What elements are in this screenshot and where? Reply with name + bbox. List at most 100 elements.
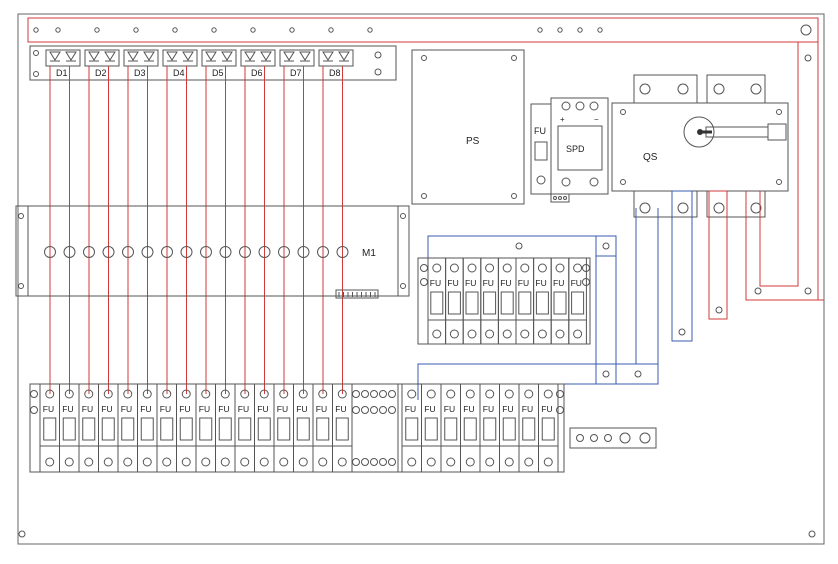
- middle-fuse-label: FU: [430, 278, 441, 288]
- middle-fuse-bottom-terminal: [520, 329, 530, 339]
- bottom-fuse-right-window: [424, 417, 438, 441]
- switch-hole: [620, 179, 626, 185]
- blue-wire-main: [417, 208, 637, 400]
- bottom-fuse-end: [556, 406, 564, 414]
- bottom-fuse-right-bottom-terminal: [485, 457, 495, 467]
- middle-fuse-window: [447, 291, 461, 315]
- diode-symbol: [338, 51, 350, 61]
- middle-fuse-window: [535, 291, 549, 315]
- center-block-terminal: [352, 406, 360, 414]
- diode-label-4: D4: [173, 68, 185, 78]
- spd-fuse-label: FU: [534, 126, 546, 136]
- top-busbar-hole: [94, 27, 100, 33]
- bottom-fuse-right-window: [405, 417, 419, 441]
- diode-symbol: [221, 51, 233, 61]
- center-block-terminal: [379, 458, 387, 466]
- bottom-fuse-bottom-terminal: [64, 457, 74, 467]
- diode-symbol: [49, 51, 61, 61]
- meter-sensor-hole: [239, 246, 251, 258]
- diode-symbol: [143, 51, 155, 61]
- bottom-fuse-bottom-terminal: [162, 457, 172, 467]
- middle-fuse-top-terminal: [555, 263, 565, 273]
- spd-fuse-clip-dot: [563, 196, 567, 200]
- bottom-fuse-window: [140, 417, 154, 441]
- switch-bolt: [677, 83, 689, 95]
- center-block-terminal: [361, 390, 369, 398]
- top-busbar-hole: [133, 27, 139, 33]
- spd-terminal: [589, 177, 599, 187]
- busbar-hole: [678, 328, 686, 336]
- bottom-fuse-bottom-terminal: [337, 457, 347, 467]
- middle-fuse-label: FU: [465, 278, 476, 288]
- meter-sensor-hole: [63, 246, 76, 258]
- blue-busbar-out: [671, 190, 693, 342]
- bottom-fuse-end: [556, 390, 564, 398]
- bottom-fuse-end: [30, 406, 38, 414]
- bottom-fuse-bottom-terminal: [318, 457, 328, 467]
- bottom-fuse-top-terminal: [181, 389, 191, 399]
- bottom-fuse-bottom-terminal: [279, 457, 289, 467]
- bottom-fuse-right-top-terminal: [446, 389, 456, 399]
- terminal-strip-hole: [576, 434, 584, 442]
- bottom-fuse-window: [82, 417, 96, 441]
- blue-terminal-hole: [602, 242, 610, 250]
- bottom-fuse-bottom-terminal: [298, 457, 308, 467]
- center-block-terminal: [379, 390, 387, 398]
- meter-sensor-hole: [317, 246, 329, 258]
- middle-fuse-window: [483, 291, 497, 315]
- top-busbar-hole: [33, 27, 39, 33]
- meter-sensor-hole: [180, 246, 193, 258]
- bottom-fuse-label: FU: [238, 404, 249, 414]
- middle-fuse-bottom-terminal: [467, 329, 477, 339]
- spd-terminal: [561, 177, 571, 187]
- terminal-strip: [569, 427, 657, 449]
- center-block-terminal: [379, 406, 387, 414]
- middle-fuse-label: FU: [447, 278, 458, 288]
- center-block-terminal: [388, 458, 396, 466]
- diode-body: [162, 49, 198, 67]
- middle-fuse-window: [553, 291, 567, 315]
- bottom-fuse-top-terminal: [142, 389, 152, 399]
- bottom-fuse-label: FU: [160, 404, 171, 414]
- spd-terminal: [575, 101, 585, 111]
- bottom-fuse-top-terminal: [162, 389, 172, 399]
- bottom-fuse-right-window: [502, 417, 516, 441]
- bottom-fuse-top-terminal: [240, 389, 250, 399]
- diode-symbol: [299, 51, 311, 61]
- diode-label-7: D7: [290, 68, 302, 78]
- bottom-fuse-window: [316, 417, 330, 441]
- top-busbar-hole: [328, 27, 334, 33]
- bottom-fuse-label: FU: [179, 404, 190, 414]
- blue-terminal-hole: [634, 370, 642, 378]
- bottom-fuse-right-window: [522, 417, 536, 441]
- diode-label-5: D5: [212, 68, 224, 78]
- spd-module: [550, 97, 609, 195]
- bottom-fuse-top-terminal: [64, 389, 74, 399]
- middle-fuse-bottom-terminal: [537, 329, 547, 339]
- bottom-fuse-label: FU: [121, 404, 132, 414]
- bottom-fuse-label: FU: [62, 404, 73, 414]
- bottom-fuse-right-label: FU: [502, 404, 513, 414]
- middle-fuse-bottom-terminal: [502, 329, 512, 339]
- top-busbar-bolt: [800, 24, 812, 36]
- bottom-fuse-right-label: FU: [541, 404, 552, 414]
- switch-knob: [683, 116, 715, 148]
- bottom-fuse-window: [62, 417, 76, 441]
- bottom-fuse-right-top-terminal: [543, 389, 553, 399]
- middle-fuse-top-terminal: [449, 263, 459, 273]
- bottom-fuse-label: FU: [218, 404, 229, 414]
- meter-sensor-hole: [122, 246, 134, 258]
- bottom-fuse-window: [238, 417, 252, 441]
- middle-fuse-top-terminal: [432, 263, 442, 273]
- switch-bolt: [713, 83, 725, 95]
- power-supply: [411, 49, 525, 205]
- bottom-fuse-window: [101, 417, 115, 441]
- middle-fuse-top-terminal: [573, 263, 583, 273]
- mount-hole-br: [808, 530, 816, 538]
- ps-hole: [511, 55, 517, 61]
- bottom-fuse-right-label: FU: [405, 404, 416, 414]
- bottom-fuse-bottom-terminal: [181, 457, 191, 467]
- bottom-fuse-window: [121, 417, 135, 441]
- switch-label: QS: [643, 152, 658, 163]
